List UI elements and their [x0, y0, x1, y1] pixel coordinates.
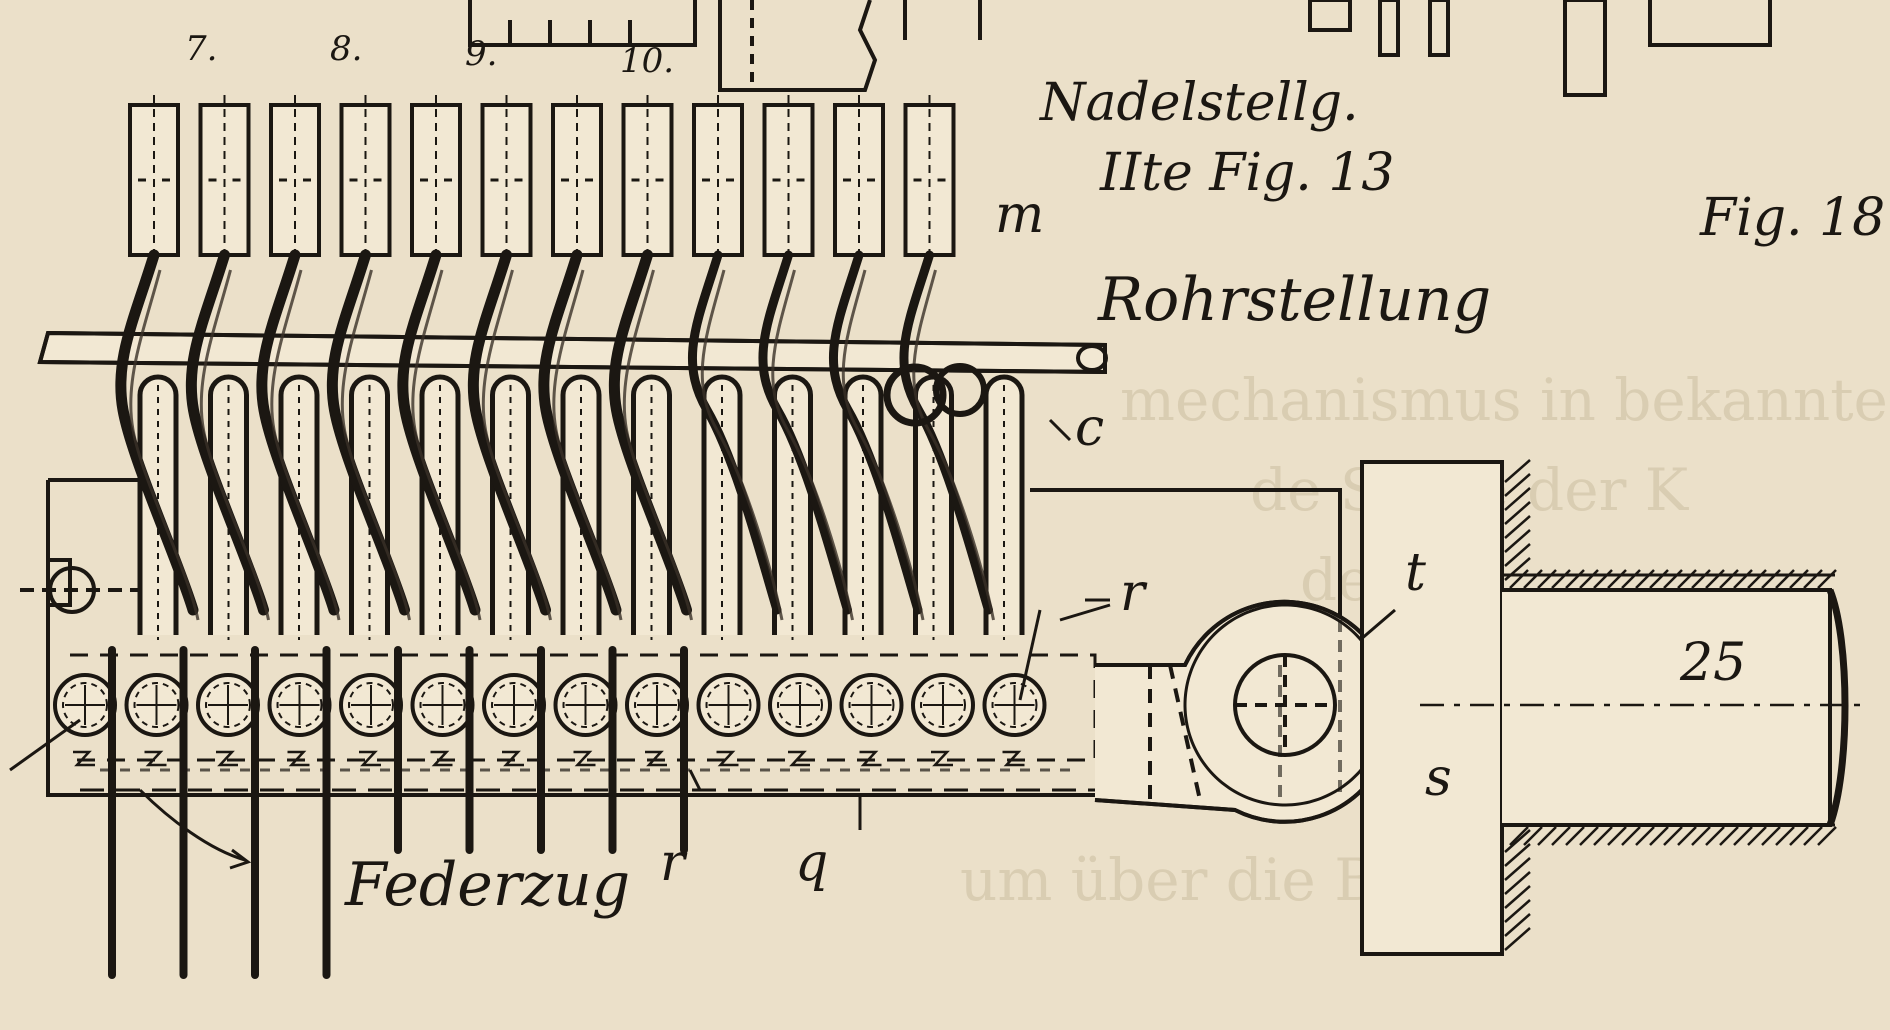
needle-wire: [185, 249, 269, 616]
label-rohrstellung: Rohrstellung: [1097, 265, 1491, 335]
label-r-lower: r: [660, 833, 688, 893]
needle-head: [833, 95, 885, 260]
needle-wire: [256, 249, 340, 616]
roller: [410, 673, 475, 767]
roller: [768, 673, 832, 767]
tube: [983, 374, 1025, 640]
needle-head: [551, 95, 603, 260]
needle-head: [762, 95, 815, 260]
needle-wire: [538, 249, 622, 616]
hatch-lines: [1504, 459, 1837, 951]
wire-loop: [883, 363, 947, 427]
lever-arm: [1094, 599, 1397, 824]
needle-wire: [397, 249, 481, 616]
label-fig13: IIte Fig. 13: [1099, 143, 1395, 203]
needle-number-7: 7.: [185, 29, 217, 69]
roller: [696, 673, 761, 767]
roller: [267, 673, 332, 767]
label-dimension-25: 25: [1679, 633, 1746, 693]
needle-wires: [115, 249, 995, 621]
needle-number-9: 9.: [465, 34, 497, 74]
roller: [339, 673, 403, 767]
label-nadelstellg: Nadelstellg.: [1038, 73, 1359, 133]
label-t: t: [1405, 543, 1426, 603]
label-r-upper: r: [1120, 563, 1148, 623]
needle-wire: [608, 249, 692, 616]
roller: [196, 673, 260, 767]
roller: [53, 673, 117, 767]
labels: 7. 8. 9. 10. Nadelstellg. IIte Fig. 13 F…: [185, 29, 1890, 920]
leader-lines: [9, 418, 1396, 870]
spring-wires: [108, 646, 688, 979]
needle-head: [269, 95, 321, 260]
needle-head: [903, 95, 956, 260]
label-fig18: Fig. 18.: [1699, 188, 1890, 248]
needle-head: [339, 95, 392, 260]
needle-head: [480, 95, 533, 260]
roller: [911, 673, 975, 767]
needle-heads: [128, 95, 956, 260]
needle-head: [692, 95, 744, 260]
roller: [982, 673, 1047, 767]
label-m: m: [995, 185, 1044, 245]
roller: [482, 673, 546, 767]
slider-block: [1360, 460, 1504, 956]
needle-head: [621, 95, 674, 260]
svg-text:um über die B: um über die B: [960, 846, 1377, 914]
needle-wire: [115, 249, 199, 616]
top-partial-drawings: [468, 0, 1772, 97]
label-q: q: [795, 833, 828, 893]
label-s: s: [1425, 748, 1452, 808]
needle-number-8: 8.: [330, 29, 362, 69]
shaft: [1420, 588, 1870, 827]
needle-number-10: 10.: [620, 41, 674, 81]
roller-row: [53, 673, 1047, 767]
roller: [124, 673, 189, 767]
roller: [839, 673, 904, 767]
label-federzug: Federzug: [344, 850, 630, 920]
roller: [625, 673, 689, 767]
needle-head: [128, 95, 180, 260]
wire-loop: [933, 363, 987, 417]
needle-wire: [467, 249, 551, 616]
needle-head: [410, 95, 462, 260]
needle-wire: [326, 249, 410, 616]
label-c: c: [1075, 398, 1104, 458]
svg-text:mechanismus in bekannter: mechanismus in bekannter: [1120, 366, 1890, 434]
needle-head: [198, 95, 251, 260]
roller: [553, 673, 618, 767]
